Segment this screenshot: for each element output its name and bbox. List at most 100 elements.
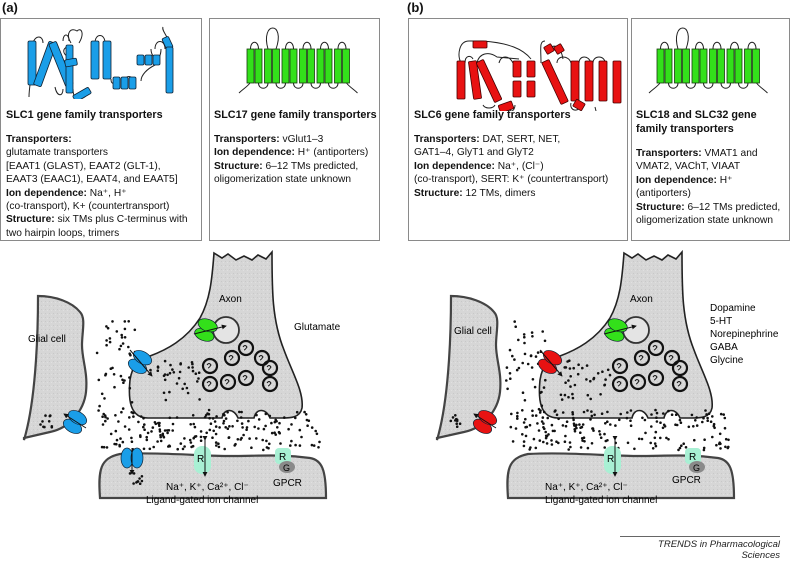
neurotransmitter-dot: [108, 340, 112, 344]
synaptic-vesicle: [647, 339, 665, 357]
neurotransmitter-dot: [193, 435, 197, 439]
neurotransmitter-dot: [665, 436, 668, 440]
neurotransmitter-dot: [228, 425, 231, 428]
neurotransmitter-dot: [164, 398, 168, 402]
neurotransmitter-dot: [191, 444, 195, 448]
transmembrane-helix: [734, 48, 743, 84]
neurotransmitter-dot: [582, 410, 586, 414]
neurotransmitter-dot: [132, 415, 135, 418]
neurotransmitter-dot: [590, 410, 593, 413]
slc6-helices: [456, 40, 622, 111]
neurotransmitter-dot: [581, 423, 585, 426]
transmembrane-helix: [699, 48, 708, 84]
slc1-topology-diagram: [27, 26, 174, 99]
loop: [703, 82, 714, 89]
neurotransmitter-dot: [105, 339, 108, 342]
neurotransmitter-dot: [101, 423, 105, 426]
gpcr-receptor-letter: R: [689, 452, 696, 463]
neurotransmitter-dot: [521, 409, 524, 412]
neurotransmitter-dot: [599, 436, 603, 440]
neurotransmitter-dot: [662, 412, 665, 415]
neurotransmitter-dot: [550, 439, 553, 442]
neurotransmitter-dot: [581, 439, 584, 442]
neurotransmitter-dot: [192, 436, 195, 440]
transmembrane-helix: [112, 76, 121, 90]
neurotransmitter-dot: [559, 393, 563, 397]
neurotransmitter-dot: [265, 446, 269, 449]
neurotransmitter-dot: [136, 480, 140, 483]
neurotransmitter-dot: [528, 423, 532, 427]
neurotransmitter-dot: [522, 444, 526, 448]
loop: [747, 41, 757, 50]
synaptic-vesicle: [201, 357, 219, 375]
neurotransmitter-dot: [585, 378, 588, 381]
neurotransmitter-dot: [226, 411, 229, 414]
neurotransmitter-dot: [531, 335, 534, 338]
neurotransmitter-dot: [277, 430, 281, 434]
neurotransmitter-dot: [540, 404, 544, 408]
neurotransmitter-dot: [194, 372, 198, 376]
neurotransmitter-dot: [158, 430, 162, 433]
neurotransmitter-dot: [455, 422, 459, 426]
neurotransmitter-dot: [120, 410, 123, 414]
slc1-info-box: SLC1 gene family transporters Transporte…: [0, 18, 202, 241]
neurotransmitter-dots: [39, 320, 730, 486]
neurotransmitter-dot: [625, 416, 629, 420]
neurotransmitter-dot: [508, 348, 512, 352]
neurotransmitter-dot: [242, 433, 245, 437]
neurotransmitter-dot: [567, 379, 570, 382]
neurotransmitter-dot: [543, 339, 547, 343]
transmembrane-helix: [682, 48, 690, 84]
neurotransmitter-dot: [695, 424, 699, 427]
neurotransmitter-dot: [307, 419, 311, 423]
neurotransmitter-dot: [97, 409, 100, 412]
neurotransmitter-dot: [557, 417, 560, 421]
neurotransmitter-dot: [679, 421, 683, 425]
neurotransmitter-norepinephrine: Norepinephrine: [710, 329, 779, 340]
vesicle-content: [676, 365, 682, 371]
axon-label-b: Axon: [630, 294, 653, 305]
neurotransmitter-dot: [550, 443, 554, 446]
vesicle-content: [224, 379, 230, 385]
neurotransmitter-dot: [303, 410, 306, 414]
neurotransmitter-dot: [222, 422, 225, 425]
neurotransmitter-dot: [544, 378, 547, 382]
slc1-transporters-line-3: EAAT3 (EAAC1), EAAT4, and EAAT5]: [6, 174, 178, 186]
slc17-transporters-value: vGlut1–3: [279, 134, 324, 145]
neurotransmitter-glycine: Glycine: [710, 355, 744, 366]
postsynaptic-transporter: [120, 447, 144, 469]
neurotransmitter-dot: [654, 430, 658, 434]
neurotransmitter-dot: [576, 372, 580, 376]
neurotransmitter-dot: [227, 436, 231, 440]
neurotransmitter-dot: [156, 369, 160, 373]
uptake-arrow: [539, 349, 563, 377]
neurotransmitter-dot: [521, 433, 524, 436]
loop: [302, 41, 312, 50]
neurotransmitter-dot: [222, 419, 226, 423]
neurotransmitter-dot: [127, 320, 130, 323]
neurotransmitter-dot: [555, 413, 559, 417]
transmembrane-helix: [744, 48, 752, 84]
neurotransmitter-dot: [582, 436, 586, 440]
neurotransmitter-dot: [606, 439, 609, 442]
gpcr-label-b: GPCR: [672, 475, 701, 486]
neurotransmitter-dot: [162, 391, 166, 395]
slc17-helices-group: [238, 27, 358, 94]
neurotransmitter-dot: [724, 437, 728, 441]
neurotransmitter-dot: [521, 361, 524, 365]
neurotransmitter-dot: [262, 427, 266, 431]
neurotransmitter-dot: [542, 440, 545, 444]
neurotransmitter-dot: [215, 415, 218, 418]
slc6-ion-value: Na⁺, (Cl⁻): [494, 160, 544, 172]
loop: [738, 82, 749, 89]
postsynaptic-cell-a: [98, 452, 328, 500]
neurotransmitter-dot: [508, 372, 512, 375]
transmembrane-helix: [543, 43, 555, 55]
neurotransmitter-dot: [532, 437, 536, 441]
vesicle-content: [616, 381, 622, 387]
slc1-title: SLC1 gene family transporters: [6, 109, 163, 121]
neurotransmitter-dot: [514, 325, 517, 329]
neurotransmitter-dot: [561, 411, 565, 414]
neurotransmitter-dot: [629, 409, 633, 412]
neurotransmitter-dot: [139, 415, 143, 418]
